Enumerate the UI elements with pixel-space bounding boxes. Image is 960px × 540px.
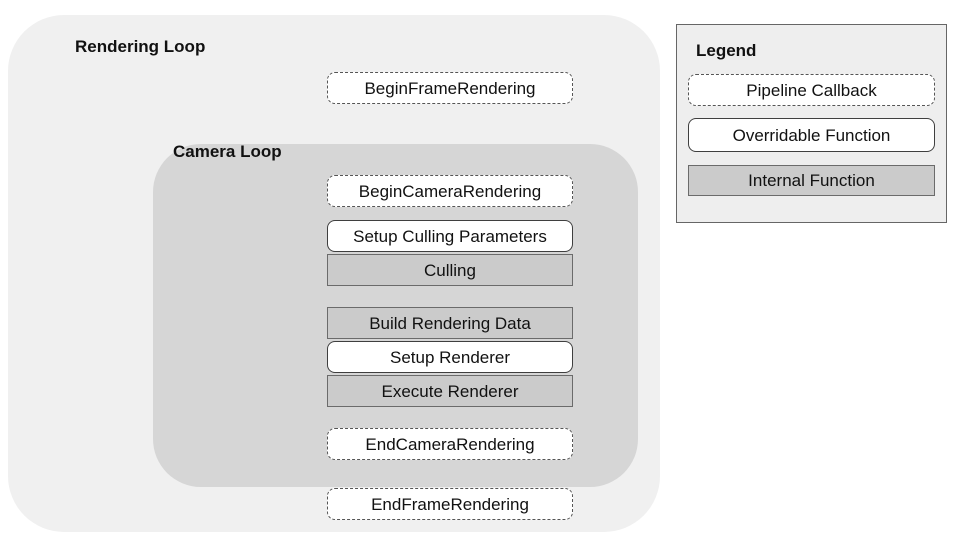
legend-item-internal-function: Internal Function	[688, 165, 935, 196]
node-culling: Culling	[327, 254, 573, 286]
legend-panel: Legend Pipeline Callback Overridable Fun…	[676, 24, 947, 223]
node-setup-renderer: Setup Renderer	[327, 341, 573, 373]
node-end-frame-rendering: EndFrameRendering	[327, 488, 573, 520]
node-begin-camera-rendering: BeginCameraRendering	[327, 175, 573, 207]
node-end-camera-rendering: EndCameraRendering	[327, 428, 573, 460]
camera-loop-title: Camera Loop	[173, 142, 282, 161]
legend-item-overridable-function: Overridable Function	[688, 118, 935, 152]
node-execute-renderer: Execute Renderer	[327, 375, 573, 407]
rendering-loop-title: Rendering Loop	[75, 37, 206, 56]
node-setup-culling-parameters: Setup Culling Parameters	[327, 220, 573, 252]
legend-item-pipeline-callback: Pipeline Callback	[688, 74, 935, 106]
node-begin-frame-rendering: BeginFrameRendering	[327, 72, 573, 104]
node-build-rendering-data: Build Rendering Data	[327, 307, 573, 339]
legend-title: Legend	[696, 41, 757, 60]
